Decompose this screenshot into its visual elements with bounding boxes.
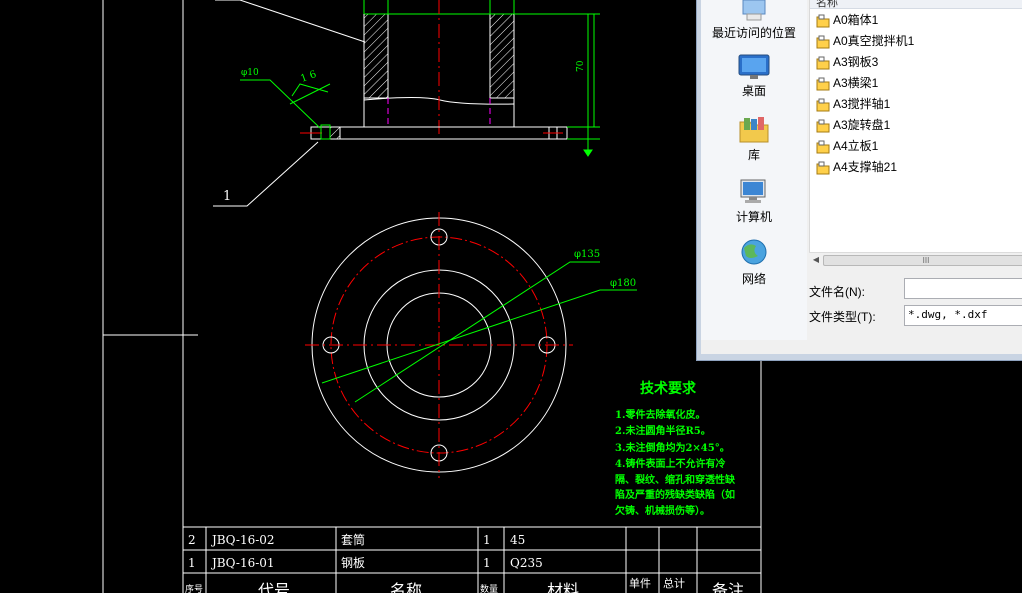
file-item[interactable]: A4立板1 [816, 136, 878, 156]
drawing-frame [102, 0, 762, 593]
file-item[interactable]: A4支撑轴21 [816, 157, 897, 177]
column-header-name[interactable]: 名称 [810, 0, 1022, 9]
bom-cell: 套筒 [341, 532, 365, 547]
place-recent[interactable]: 最近访问的位置 [701, 0, 807, 41]
bom-header-cell: 材料 [547, 581, 579, 593]
bom-header-cell: 代号 [258, 581, 290, 593]
bom-cell: 2 [188, 533, 196, 547]
place-label: 网络 [741, 272, 766, 286]
dim-height-label: 70 [576, 60, 586, 72]
tech-req-lines: 1.零件去除氧化皮。 2.未注圆角半径R5。 3.未注倒角均为2×45°。 4.… [615, 408, 736, 517]
place-network[interactable]: 网络 [701, 238, 807, 287]
place-label: 库 [747, 148, 760, 162]
diameter-dimensions [321, 261, 637, 403]
file-item[interactable]: A3钢板3 [816, 52, 878, 72]
library-icon [739, 117, 769, 143]
recent-places-icon [742, 0, 766, 21]
file-name: A3横梁1 [833, 76, 879, 90]
bom-cell: 45 [510, 533, 525, 547]
file-list[interactable]: 名称 A0箱体1 A0真空搅拌机1 A3钢板3 A3横梁1 A3搅拌轴1 A3旋… [809, 0, 1022, 266]
file-item[interactable]: A3搅拌轴1 [816, 94, 890, 114]
dim-outer-label: φ180 [610, 278, 636, 289]
file-name: A0箱体1 [833, 13, 879, 27]
part-leader [213, 141, 319, 207]
place-label: 桌面 [741, 84, 766, 98]
bom-cell: Q235 [510, 556, 543, 570]
tech-req-line: 欠铸、机械损伤等）。 [615, 504, 710, 517]
weld-note-label: 1 6 [299, 69, 318, 85]
tech-req-title: 技术要求 [640, 380, 697, 397]
dimension-height [514, 13, 600, 157]
dwg-file-icon [816, 119, 830, 133]
file-name: A0真空搅拌机1 [833, 34, 915, 48]
dwg-file-icon [816, 98, 830, 112]
bom-cell: 钢板 [341, 556, 365, 570]
file-item[interactable]: A3横梁1 [816, 73, 878, 93]
tech-req-line: 3.未注倒角均为2×45°。 [615, 441, 730, 454]
dwg-file-icon [816, 161, 830, 175]
bom-header-cell: 总计 [663, 576, 685, 590]
file-item[interactable]: A3旋转盘1 [816, 115, 890, 135]
places-bar: 最近访问的位置 桌面 库 [701, 0, 807, 340]
bom-cell: 1 [483, 556, 491, 570]
scroll-left-icon[interactable]: ◀ [812, 255, 820, 264]
file-name: A4立板1 [833, 139, 879, 153]
computer-icon [740, 179, 766, 203]
file-item[interactable]: A0箱体1 [816, 10, 878, 30]
filetype-label: 文件类型(T): [809, 310, 876, 324]
bom-cell: JBQ-16-01 [210, 556, 275, 570]
dwg-file-icon [816, 35, 830, 49]
dwg-file-icon [816, 140, 830, 154]
network-icon [741, 239, 767, 265]
filename-label: 文件名(N): [809, 285, 865, 299]
file-name: A3搅拌轴1 [833, 97, 891, 111]
tech-req-line: 隔、裂纹、缩孔和穿透性缺 [615, 473, 736, 486]
bom-header-cell: 单件 [629, 577, 651, 590]
tech-req-line: 2.未注圆角半径R5。 [615, 424, 711, 437]
bom-header-cell: 序号 [185, 583, 203, 593]
sleeve-front-view [300, 0, 568, 140]
bom-cell: 1 [483, 533, 491, 547]
dwg-file-icon [816, 77, 830, 91]
weld-leader [240, 79, 331, 129]
bom-header-cell: 备注 [712, 581, 744, 593]
place-library[interactable]: 库 [701, 116, 807, 163]
filetype-select[interactable]: *.dwg, *.dxf [904, 305, 1022, 326]
scroll-thumb[interactable]: III [823, 255, 1022, 266]
dialog-body: 最近访问的位置 桌面 库 [701, 0, 1022, 354]
place-label: 计算机 [735, 210, 772, 224]
dwg-file-icon [816, 14, 830, 28]
dwg-file-icon [816, 56, 830, 70]
file-open-dialog: 最近访问的位置 桌面 库 [696, 0, 1022, 361]
horizontal-scrollbar[interactable]: ◀ III [809, 252, 1022, 267]
dim-bore-label: φ135 [574, 249, 600, 260]
place-desktop[interactable]: 桌面 [701, 54, 807, 99]
bom-table-text: 2 JBQ-16-02 套筒 1 45 1 JBQ-16-01 钢板 1 Q23… [185, 532, 744, 593]
place-computer[interactable]: 计算机 [701, 178, 807, 225]
part-leader-label: 1 [223, 189, 231, 204]
bom-header-cell: 数量 [480, 583, 498, 593]
weld-size-label: φ10 [241, 68, 259, 78]
filename-input[interactable] [904, 278, 1022, 299]
bom-cell: JBQ-16-02 [210, 533, 275, 547]
tech-req-line: 1.零件去除氧化皮。 [615, 408, 705, 421]
file-name: A3钢板3 [833, 55, 879, 69]
place-label: 最近访问的位置 [711, 26, 796, 40]
tech-req-line: 4.铸件表面上不允许有冷 [615, 457, 725, 470]
bom-table-grid [183, 526, 761, 593]
flange-top-view [305, 212, 573, 478]
bom-header-cell: 名称 [390, 581, 422, 593]
file-name: A4支撑轴21 [833, 160, 898, 174]
desktop-icon [738, 54, 770, 79]
file-item[interactable]: A0真空搅拌机1 [816, 31, 914, 51]
top-leader-line [215, 0, 366, 43]
file-name: A3旋转盘1 [833, 118, 891, 132]
bom-cell: 1 [188, 556, 196, 570]
tech-req-line: 陷及严重的残缺类缺陷（如 [615, 488, 735, 501]
